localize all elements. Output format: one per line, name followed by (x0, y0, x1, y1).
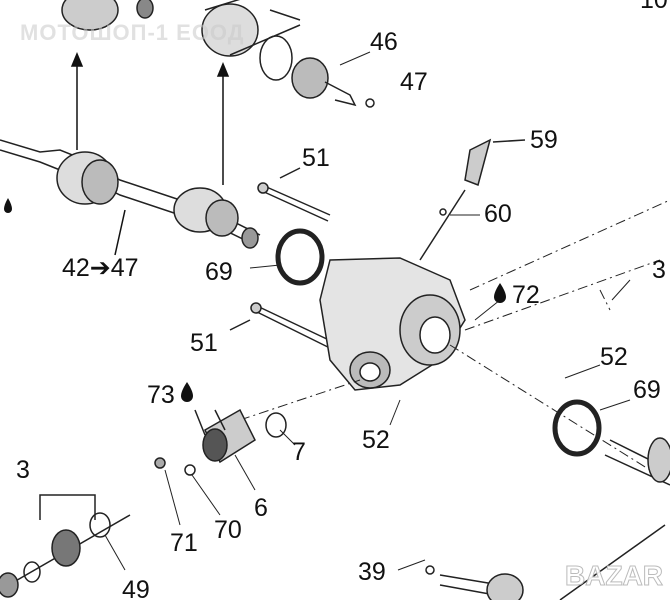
plunger-parts (154, 408, 287, 476)
label-6: 6 (254, 494, 268, 522)
reference-arrows (70, 52, 230, 256)
label-3-left: 3 (16, 456, 30, 484)
oil-seal-69-right (552, 399, 602, 457)
label-10: 10 (640, 0, 668, 14)
oil-seal-69 (275, 228, 325, 286)
label-49: 49 (122, 576, 150, 600)
label-7: 7 (292, 438, 306, 466)
boot-parts-top (61, 0, 375, 108)
label-73: 73 (147, 381, 175, 409)
label-69-right: 69 (633, 376, 661, 404)
label-42-47: 42➔47 (62, 254, 139, 282)
oil-drop-icon (4, 198, 506, 402)
label-3-right: 3 (652, 256, 666, 284)
label-72: 72 (512, 281, 540, 309)
watermark-text: МОТОШОП-1 ЕООД (20, 20, 245, 45)
drive-shaft-right (425, 437, 670, 600)
differential-housing (319, 257, 466, 391)
center-lines (239, 199, 670, 471)
leader-lines (104, 51, 631, 571)
drive-shaft-lower (0, 494, 131, 598)
label-52-bottom: 52 (362, 426, 390, 454)
label-60: 60 (484, 200, 512, 228)
label-51-top: 51 (302, 144, 330, 172)
label-46: 46 (370, 28, 398, 56)
bazar-logo: BAZAR (565, 560, 664, 592)
label-69-left: 69 (205, 258, 233, 286)
label-59: 59 (530, 126, 558, 154)
label-51-bottom: 51 (190, 329, 218, 357)
drive-shaft-left (0, 139, 261, 249)
label-70: 70 (214, 516, 242, 544)
label-39: 39 (358, 558, 386, 586)
label-52-right: 52 (600, 343, 628, 371)
label-71: 71 (170, 529, 198, 557)
breather-59 (419, 138, 526, 261)
label-47: 47 (400, 68, 428, 96)
